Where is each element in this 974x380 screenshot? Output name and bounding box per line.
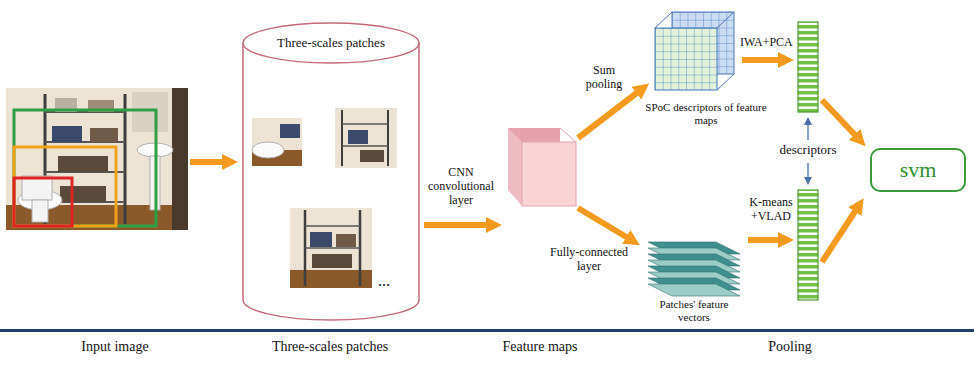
- stage-label: Three-scales patches: [240, 339, 420, 355]
- pooling-label: Sum pooling: [580, 64, 628, 92]
- vector-stack: [648, 242, 740, 296]
- baseline-rule: [0, 329, 974, 332]
- spoc-caption: SPoC descriptors of feature maps: [634, 101, 778, 126]
- patch-images: [252, 108, 397, 288]
- layer-label: Fully-connected layer: [544, 246, 634, 274]
- cylinder-outline: [242, 22, 420, 322]
- svm-text: svm: [900, 157, 937, 182]
- descriptor-bar: [798, 190, 818, 300]
- svm-box: svm: [870, 148, 966, 192]
- patch-cylinder: Three-scales patches...: [242, 22, 420, 322]
- descriptor-bar: [798, 22, 818, 112]
- stage-label: Input image: [35, 339, 195, 355]
- spoc-descriptor-group: SPoC descriptors of feature maps: [634, 4, 778, 128]
- stage-label: Pooling: [710, 339, 870, 355]
- ellipsis-mark: ...: [378, 272, 414, 290]
- stack-caption: Patches' feature vectors: [648, 298, 740, 323]
- descriptor-label: descriptors: [766, 143, 850, 158]
- layer-label: CNN convolutional layer: [424, 166, 498, 207]
- method-label: K-means +VLAD: [746, 196, 796, 224]
- method-label: IWA+PCA: [740, 36, 796, 50]
- cylinder-title: Three-scales patches: [242, 36, 420, 51]
- feature-maps: [508, 128, 576, 206]
- spoc-grid-cube: [655, 12, 734, 90]
- stage-label: Feature maps: [460, 339, 620, 355]
- vector-stack-group: Patches' feature vectors: [636, 238, 750, 326]
- flow-arrows: [190, 60, 856, 262]
- input-photo: [6, 88, 188, 230]
